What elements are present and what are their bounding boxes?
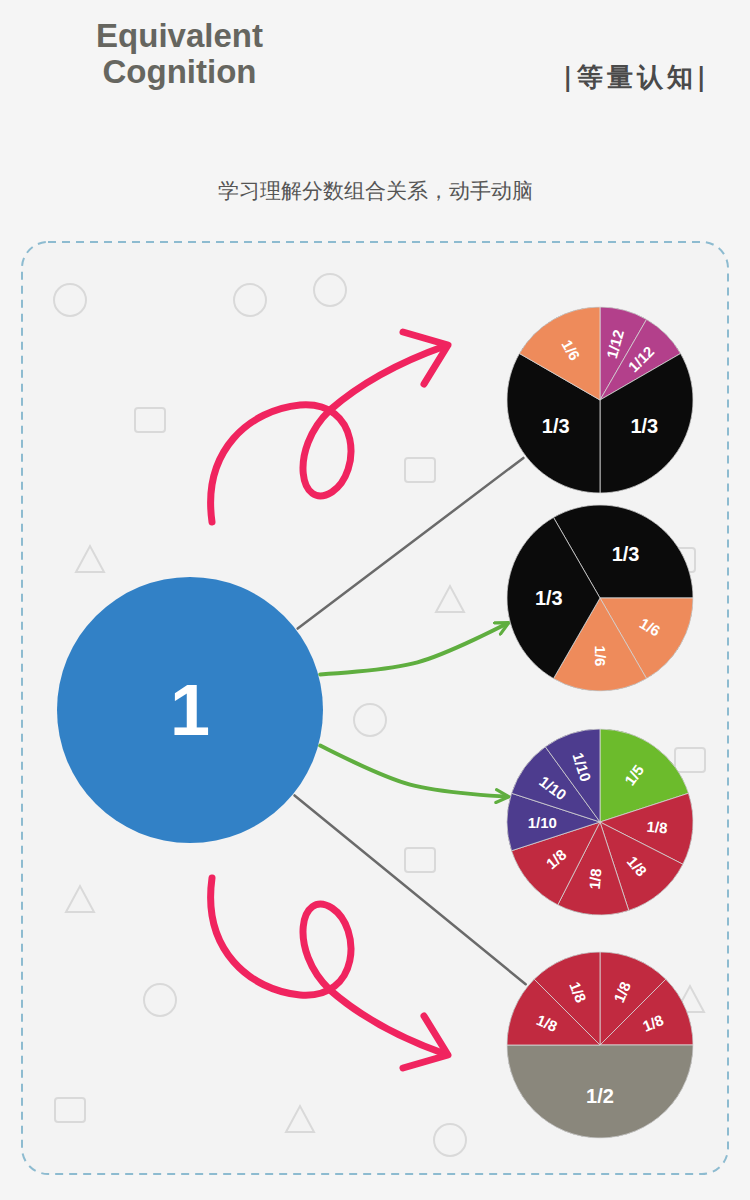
corner-label: |等量认知| xyxy=(563,60,710,95)
doodle-circle xyxy=(314,274,346,306)
connector-arrow xyxy=(320,623,507,674)
fraction-label: 1/6 xyxy=(593,645,608,666)
circle-outline xyxy=(507,952,693,1138)
swirl-arrow-head xyxy=(403,332,448,384)
sector-shape xyxy=(507,307,693,493)
sector-outline xyxy=(534,952,600,1045)
doodle-book xyxy=(405,848,435,872)
fraction-pie: 1/51/81/81/81/81/101/101/10 xyxy=(507,729,693,915)
doodle-book xyxy=(675,748,705,772)
doodle-book xyxy=(135,408,165,432)
doodle-triangle xyxy=(76,546,104,572)
doodle-triangle xyxy=(436,586,464,612)
fraction-pie: 1/31/61/61/3 xyxy=(507,505,693,691)
fraction-label: 1/8 xyxy=(646,818,668,835)
sector-outline xyxy=(507,517,600,678)
sector-outline xyxy=(507,1045,693,1138)
circle-outline xyxy=(507,505,693,691)
fraction-pie: 1/81/81/21/81/8 xyxy=(507,952,693,1138)
doodle-triangle xyxy=(66,886,94,912)
fraction-pie: 1/121/121/31/31/6 xyxy=(507,307,693,493)
fraction-label: 1/3 xyxy=(612,544,640,564)
whole-number: 1 xyxy=(57,674,323,746)
doodle-triangle xyxy=(286,1106,314,1132)
doodle-circle xyxy=(234,284,266,316)
sector-outline xyxy=(600,354,693,494)
circle-outline xyxy=(57,577,323,843)
sector-shape xyxy=(507,952,693,1138)
fraction-label: 1/8 xyxy=(587,868,604,890)
whole-circle: 1 xyxy=(57,577,323,843)
swirl-arrow-head xyxy=(403,1016,448,1068)
fraction-label: 1/3 xyxy=(542,416,570,436)
connector-line xyxy=(298,458,524,629)
fraction-label: 1/2 xyxy=(586,1086,614,1106)
circle-outline xyxy=(507,307,693,493)
page-title: Equivalent Cognition xyxy=(72,18,287,89)
swirl-arrow xyxy=(211,346,445,522)
doodle-book xyxy=(55,1098,85,1122)
doodle-texture xyxy=(54,274,705,1156)
dashed-panel xyxy=(22,242,728,1174)
sector-outline xyxy=(519,307,600,400)
circle-outline xyxy=(507,729,693,915)
fraction-label: 1/3 xyxy=(630,416,658,436)
subtitle: 学习理解分数组合关系，动手动脑 xyxy=(0,177,750,205)
doodle-circle xyxy=(354,704,386,736)
fraction-sector: 1/6 xyxy=(507,307,693,493)
doodle-circle xyxy=(434,1124,466,1156)
connector-line xyxy=(295,795,526,984)
sector-outline xyxy=(545,729,600,822)
doodle-book xyxy=(405,458,435,482)
doodle-circle xyxy=(54,284,86,316)
connector-arrow xyxy=(320,746,507,797)
doodle-circle xyxy=(144,984,176,1016)
swirl-arrow xyxy=(211,878,445,1054)
fraction-sector: 1/8 xyxy=(507,952,693,1138)
fraction-label: 1/10 xyxy=(528,815,557,830)
sector-outline xyxy=(600,979,693,1045)
fraction-label: 1/3 xyxy=(535,588,563,608)
